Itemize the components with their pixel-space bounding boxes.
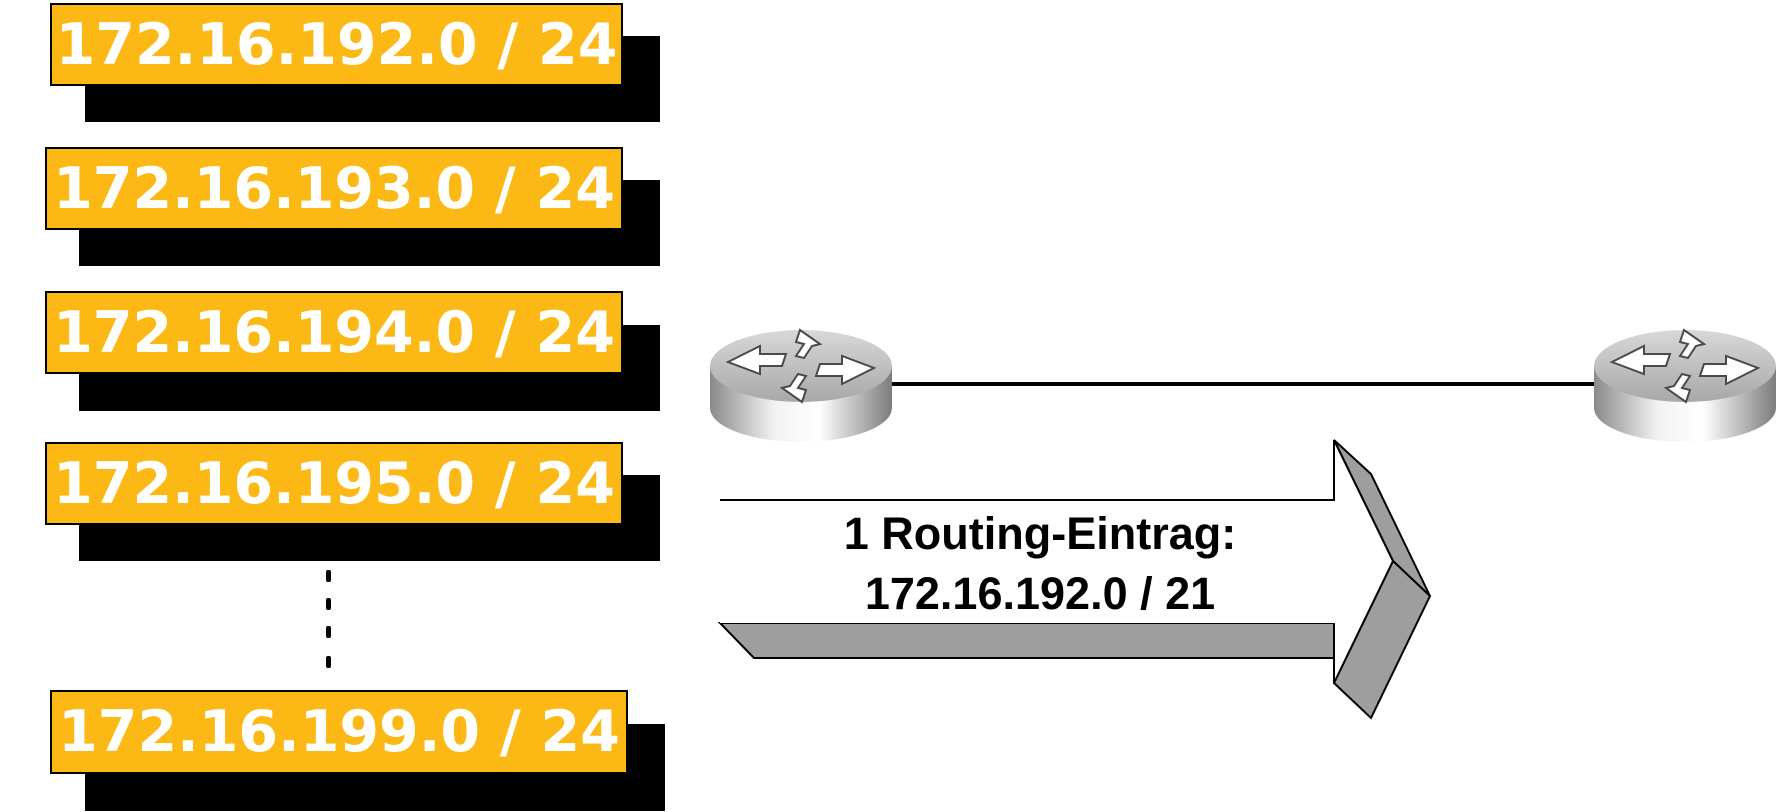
network-label: 172.16.195.0 / 24 [53,450,615,517]
route-entry-prefix: 172.16.192.0 / 21 [864,568,1216,619]
network-label: 172.16.192.0 / 24 [55,11,618,78]
router-link [886,382,1606,386]
network-box-193: 172.16.193.0 / 24 [45,147,623,230]
ellipsis-dot [326,656,331,668]
route-entry-title: 1 Routing-Eintrag: [843,508,1237,559]
ellipsis-dot [326,626,331,638]
network-box-194: 172.16.194.0 / 24 [45,291,623,374]
network-box-192: 172.16.192.0 / 24 [50,3,623,86]
network-label: 172.16.199.0 / 24 [58,699,620,765]
router-icon [710,328,892,442]
ellipsis-dot [326,598,331,610]
network-label: 172.16.193.0 / 24 [53,155,615,222]
network-label: 172.16.194.0 / 24 [53,299,615,366]
network-box-199: 172.16.199.0 / 24 [50,690,628,774]
ellipsis-dot [326,570,331,582]
router-icon [1594,328,1776,442]
network-box-195: 172.16.195.0 / 24 [45,442,623,525]
